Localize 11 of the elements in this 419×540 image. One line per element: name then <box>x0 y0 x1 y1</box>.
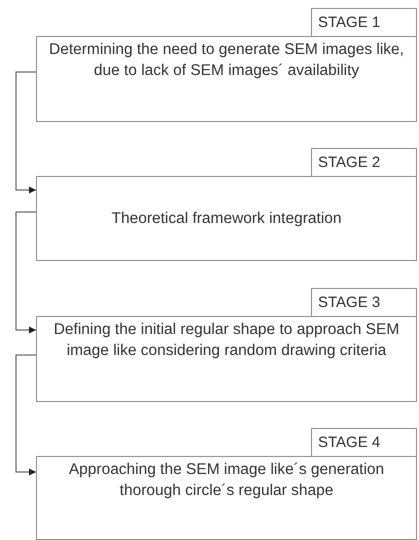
step-text: Approaching the SEM image like´s generation thorough circle´s regular shape <box>68 460 386 501</box>
connector-arrow <box>16 212 36 334</box>
stage-tag: STAGE 2 <box>311 148 417 176</box>
connector-arrow <box>16 354 36 476</box>
stage-tag: STAGE 4 <box>311 428 417 456</box>
connector-arrow <box>16 72 36 194</box>
step-text: Theoretical framework integration <box>111 209 342 229</box>
step-text: Defining the initial regular shape to approach SEM image like considering random drawing criteria <box>52 320 400 361</box>
stage-tag: STAGE 3 <box>311 288 417 316</box>
step-text: Determining the need to generate SEM images like, due to lack of SEM images´ availability <box>48 40 405 81</box>
stage-tag: STAGE 1 <box>311 8 417 36</box>
